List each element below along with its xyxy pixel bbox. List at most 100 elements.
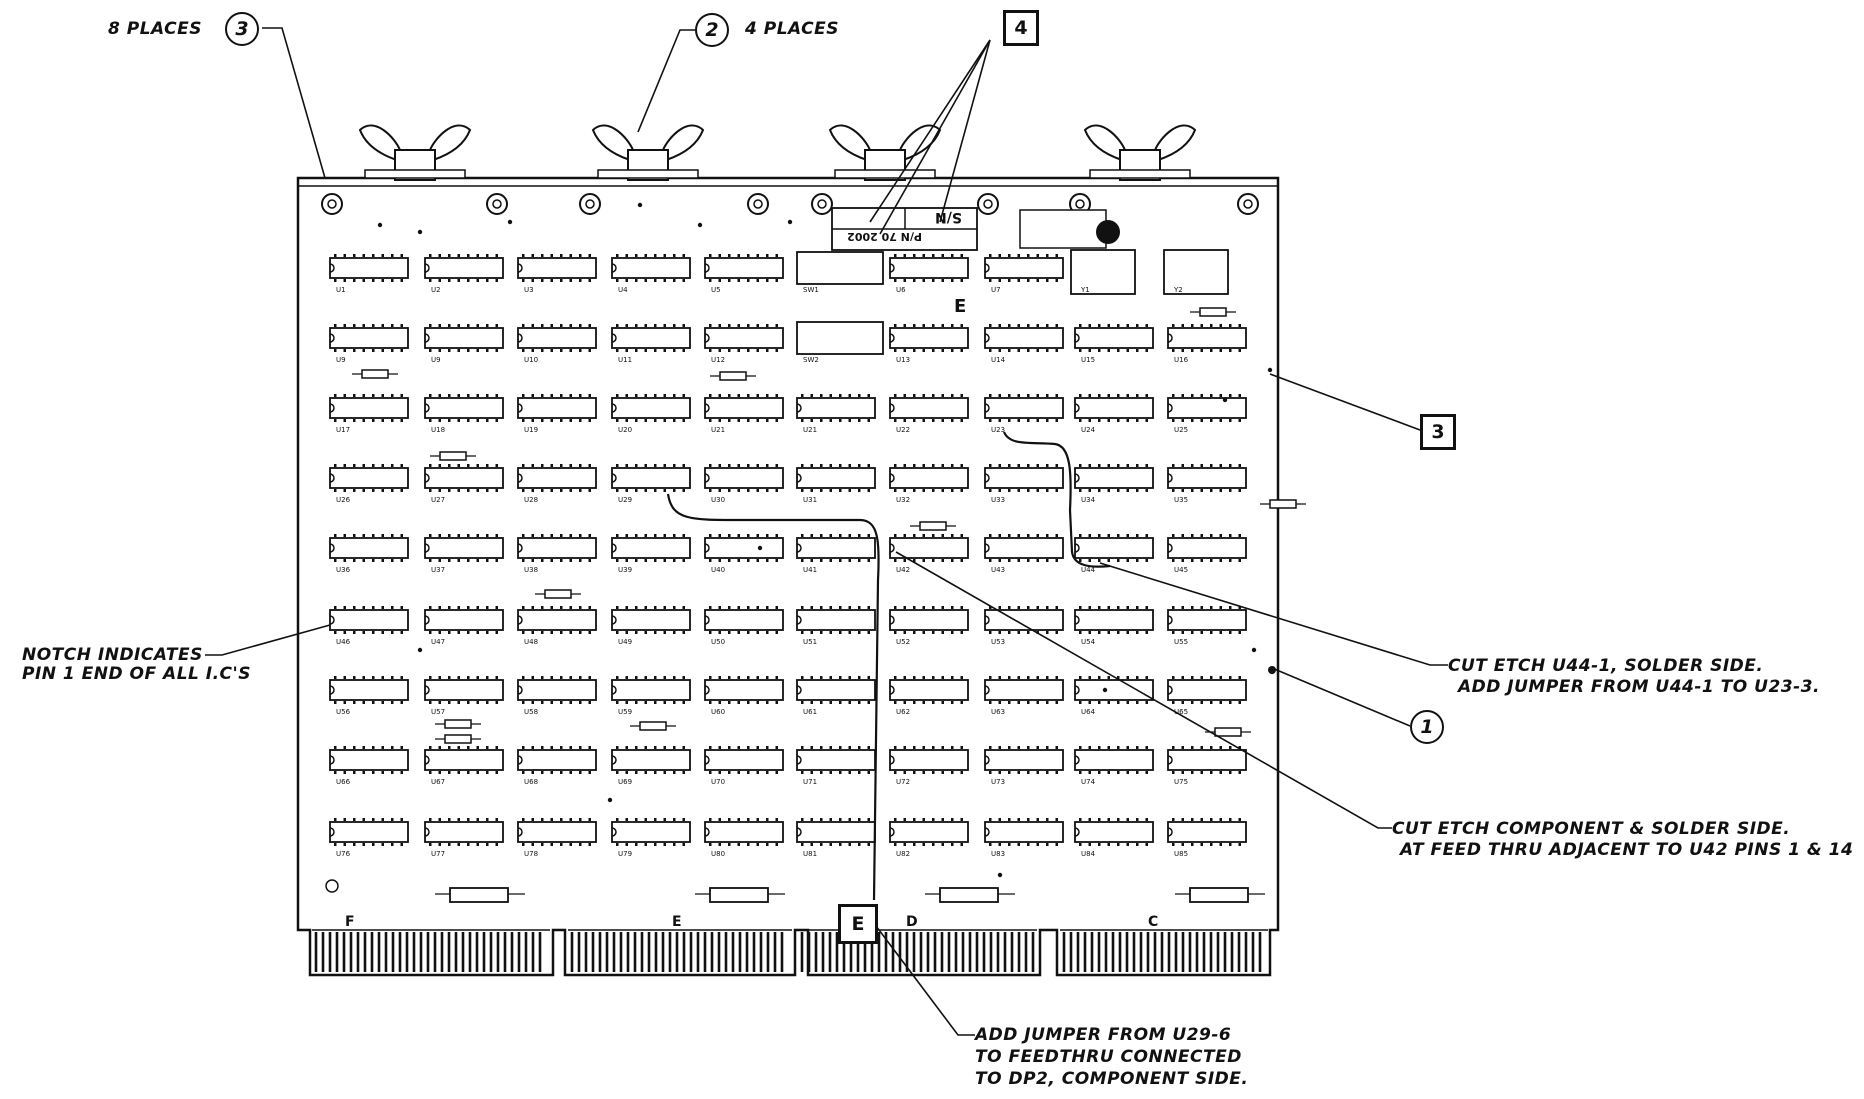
ic-pin: [486, 843, 489, 846]
ic-pin: [747, 534, 750, 537]
ic-pin: [941, 534, 944, 537]
ic-pin: [550, 559, 553, 562]
ic-chip: [329, 821, 409, 843]
ic-pin: [654, 746, 657, 749]
ic-pin: [941, 771, 944, 774]
ic-pin: [922, 818, 925, 821]
ic-notch: [796, 543, 802, 553]
ic-notch: [889, 685, 895, 695]
ic-notch: [517, 403, 523, 413]
ic-pin: [1191, 676, 1194, 679]
ic-pin: [998, 324, 1001, 327]
mounting-hole-center: [327, 199, 337, 209]
ic-pin: [737, 676, 740, 679]
ic-pin: [550, 771, 553, 774]
ic-notch: [1074, 543, 1080, 553]
ic-pin: [922, 279, 925, 282]
ic-designator: U7: [991, 286, 1001, 294]
ic-pin: [429, 771, 432, 774]
ic-pin: [1107, 534, 1110, 537]
ic-chip: [517, 749, 597, 771]
ic-pin: [673, 279, 676, 282]
sticker-dot: [1096, 220, 1120, 244]
ic-pin: [951, 818, 954, 821]
ic-pin: [960, 771, 963, 774]
ic-pin: [1046, 394, 1049, 397]
ic-pin: [941, 394, 944, 397]
ic-pin: [467, 534, 470, 537]
ic-pin: [495, 843, 498, 846]
ic-pin: [541, 631, 544, 634]
ic-pin: [560, 843, 563, 846]
ic-pin: [718, 534, 721, 537]
ic-pin: [1055, 559, 1058, 562]
ic-pin: [1046, 419, 1049, 422]
ic-pin: [560, 534, 563, 537]
ic-pin: [1136, 746, 1139, 749]
ic-pin: [756, 419, 759, 422]
ic-pin: [1036, 843, 1039, 846]
ic-pin: [913, 701, 916, 704]
ic-pin: [894, 394, 897, 397]
ic-pin: [448, 771, 451, 774]
ic-pin: [635, 771, 638, 774]
ic-pin: [522, 349, 525, 352]
ic-pin: [1172, 349, 1175, 352]
ic-pin: [998, 559, 1001, 562]
ic-pin: [709, 818, 712, 821]
ic-pin: [998, 419, 1001, 422]
ic-pin: [625, 746, 628, 749]
ic-chip: [704, 397, 784, 419]
ic-pin: [1036, 534, 1039, 537]
ic-pin: [682, 279, 685, 282]
ic-pin: [1172, 606, 1175, 609]
ic-pin: [894, 489, 897, 492]
ic-pin: [932, 771, 935, 774]
ic-pin: [625, 701, 628, 704]
ic-pin: [728, 746, 731, 749]
ic-pin: [718, 631, 721, 634]
ic-pin: [1098, 489, 1101, 492]
ic-pin: [709, 324, 712, 327]
ic-pin: [775, 394, 778, 397]
ic-pin: [1036, 254, 1039, 257]
ic-pin: [560, 701, 563, 704]
ic-pin: [709, 559, 712, 562]
ic-pin: [400, 701, 403, 704]
ic-pin: [353, 701, 356, 704]
ic-pin: [1136, 534, 1139, 537]
ic-designator: U44: [1081, 566, 1096, 574]
ic-pin: [353, 843, 356, 846]
ic-pin: [839, 464, 842, 467]
ic-pin: [756, 559, 759, 562]
ic-pin: [673, 631, 676, 634]
ic-chip: [1074, 467, 1154, 489]
ic-pin: [654, 534, 657, 537]
ic-pin: [1145, 843, 1148, 846]
ic-pin: [663, 701, 666, 704]
ic-pin: [644, 489, 647, 492]
ic-pin: [429, 818, 432, 821]
ic-pin: [635, 676, 638, 679]
ic-pin: [960, 676, 963, 679]
ic-pin: [673, 746, 676, 749]
ic-pin: [989, 464, 992, 467]
ic-chip: [517, 537, 597, 559]
feedthrough: [607, 797, 613, 803]
ic-pin: [839, 559, 842, 562]
ic-pin: [998, 254, 1001, 257]
ic-pin: [579, 631, 582, 634]
ic-pin: [486, 489, 489, 492]
ic-pin: [588, 559, 591, 562]
ic-pin: [673, 324, 676, 327]
ic-pin: [522, 324, 525, 327]
ic-pin: [1200, 394, 1203, 397]
ic-notch: [611, 263, 617, 273]
ic-pin: [998, 279, 1001, 282]
ic-notch: [796, 473, 802, 483]
ic-pin: [635, 559, 638, 562]
ic-pin: [476, 676, 479, 679]
ic-pin: [579, 771, 582, 774]
ic-pin: [588, 254, 591, 257]
ic-pin: [486, 324, 489, 327]
